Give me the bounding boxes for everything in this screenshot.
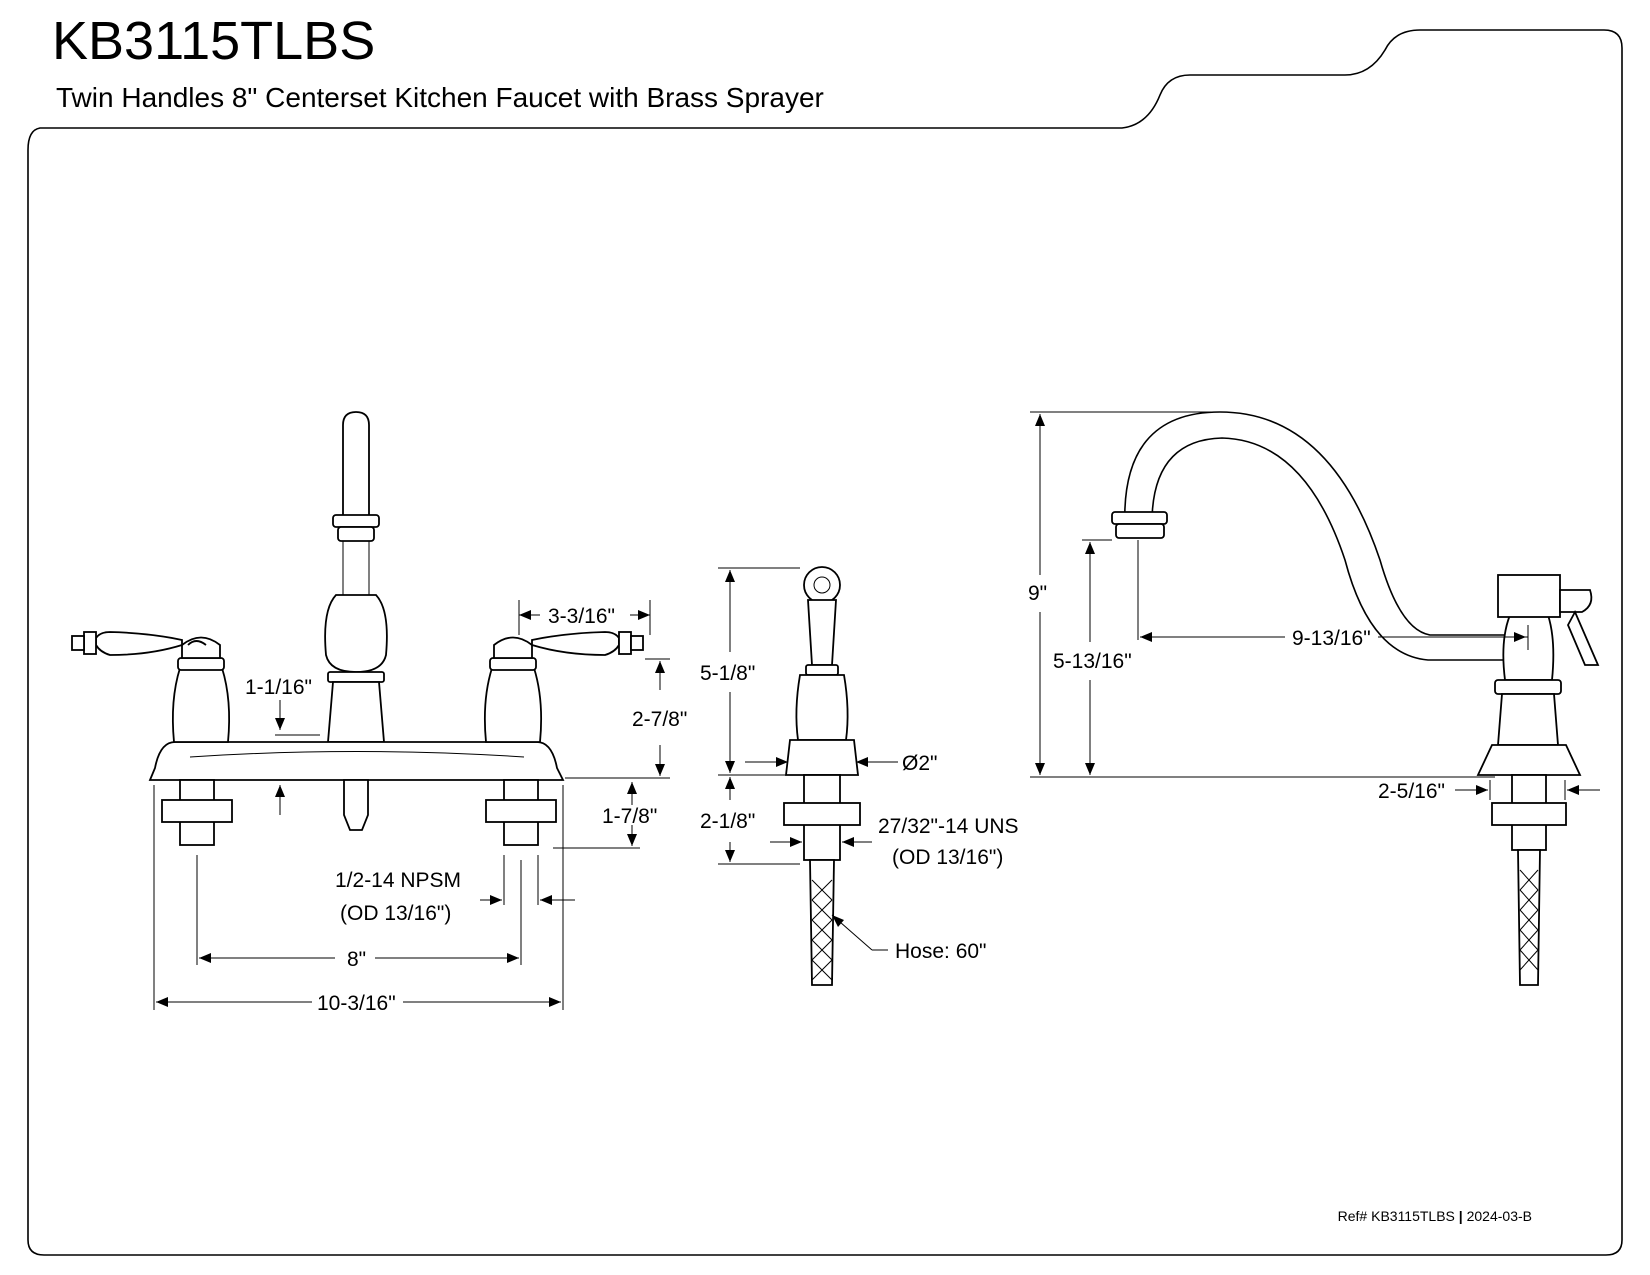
- footer-separator: |: [1458, 1208, 1467, 1224]
- dim-handle-spacing: 3-3/16": [548, 605, 615, 628]
- revision-code: 2024-03-B: [1466, 1208, 1532, 1224]
- model-title: KB3115TLBS: [52, 11, 376, 71]
- reference-footer: Ref# KB3115TLBS | 2024-03-B: [1338, 1208, 1532, 1224]
- sprayer: [783, 566, 861, 986]
- dim-sprayer-height: 5-1/8": [700, 662, 755, 685]
- drawing-frame: [27, 29, 1623, 1256]
- dim-overall-width: 10-3/16": [317, 992, 396, 1015]
- dim-base-height: 1-1/16": [245, 676, 312, 699]
- front-view-faucet: [71, 411, 644, 846]
- dimension-arrows: [156, 414, 1579, 1007]
- dim-hose: Hose: 60": [895, 940, 987, 963]
- dim-sprayer-od: (OD 13/16"): [892, 846, 1003, 869]
- dim-centers: 8": [347, 948, 366, 971]
- dim-handle-height: 2-7/8": [632, 708, 687, 731]
- dim-sprayer-thread: 27/32"-14 UNS: [878, 815, 1019, 838]
- dim-sprayer-shank: 2-1/8": [700, 810, 755, 833]
- dim-spout-reach: 9-13/16": [1292, 627, 1371, 650]
- product-description: Twin Handles 8" Centerset Kitchen Faucet…: [56, 82, 824, 113]
- dim-side-base: 2-5/16": [1378, 780, 1445, 803]
- dim-shank-od: (OD 13/16"): [340, 902, 451, 925]
- side-view-faucet: [1111, 411, 1600, 986]
- dim-sprayer-diameter: Ø2": [902, 752, 937, 775]
- dim-faucet-height: 9": [1028, 582, 1047, 605]
- dim-shank-thread: 1/2-14 NPSM: [335, 869, 461, 892]
- dim-spout-clearance: 5-13/16": [1053, 650, 1132, 673]
- dim-shank-length: 1-7/8": [602, 805, 657, 828]
- reference-number: Ref# KB3115TLBS: [1337, 1208, 1455, 1224]
